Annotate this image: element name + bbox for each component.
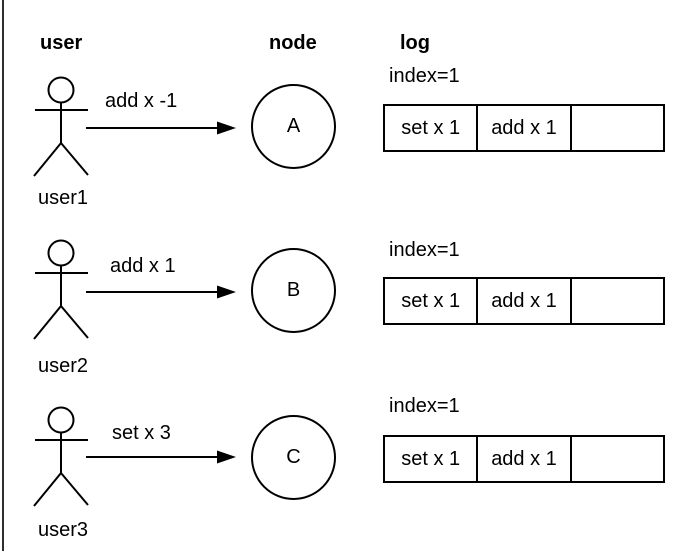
log-cell: add x 1 (478, 437, 572, 481)
log-cell (572, 279, 663, 323)
log-index-label: index=1 (389, 239, 460, 261)
log-cell: add x 1 (478, 279, 572, 323)
log-cell: set x 1 (385, 437, 479, 481)
message-label: add x 1 (110, 255, 176, 277)
node-circle-b: B (251, 248, 336, 333)
user3-actor-icon (32, 406, 90, 508)
log-cell: add x 1 (478, 106, 572, 150)
log-cell (572, 437, 663, 481)
message-label: add x -1 (105, 90, 178, 112)
node-circle-a: A (251, 84, 336, 169)
log-index-label: index=1 (389, 395, 460, 417)
user-label: user3 (38, 519, 89, 541)
node-circle-c: C (251, 415, 336, 500)
node-label: B (286, 279, 301, 301)
user1-actor-icon (32, 76, 90, 178)
log-table: set x 1 add x 1 (383, 435, 665, 483)
log-index-label: index=1 (389, 65, 460, 87)
column-header-node: node (269, 32, 317, 54)
log-cell: set x 1 (385, 106, 479, 150)
message-arrow-icon (86, 447, 238, 467)
message-arrow-icon (86, 282, 238, 302)
left-frame-line (2, 0, 4, 551)
log-table: set x 1 add x 1 (383, 104, 665, 152)
log-table: set x 1 add x 1 (383, 277, 665, 325)
node-label: A (286, 115, 301, 137)
user-label: user2 (38, 355, 89, 377)
log-cell: set x 1 (385, 279, 479, 323)
message-label: set x 3 (112, 422, 171, 444)
column-header-user: user (40, 32, 83, 54)
log-cell (572, 106, 663, 150)
message-arrow-icon (86, 118, 238, 138)
user-label: user1 (38, 187, 89, 209)
user2-actor-icon (32, 239, 90, 341)
node-label: C (286, 446, 301, 468)
column-header-log: log (400, 32, 430, 54)
